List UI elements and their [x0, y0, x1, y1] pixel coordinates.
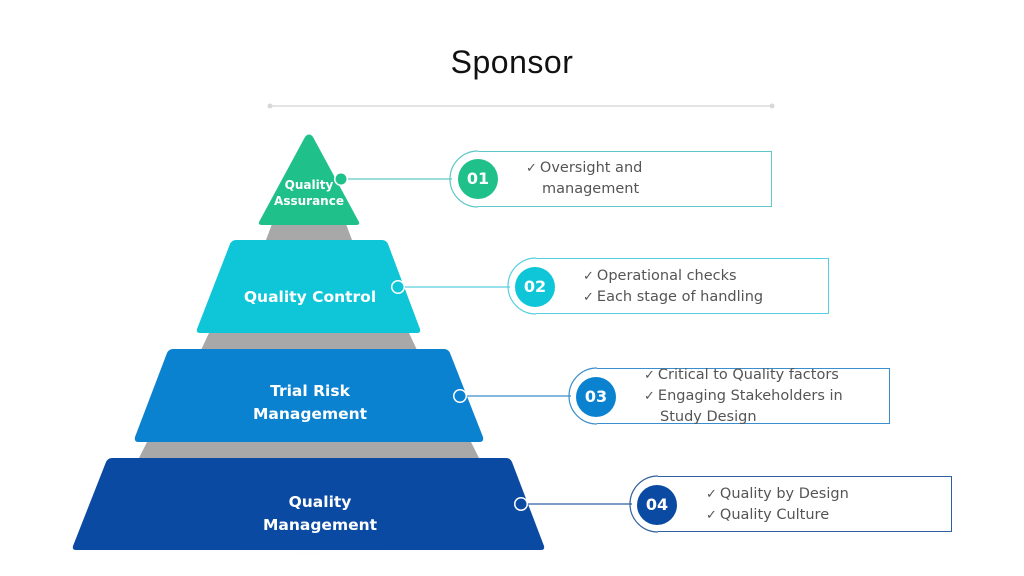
tier-2-label: Quality Control	[200, 287, 420, 308]
tier-1-label-line: Assurance	[274, 194, 344, 209]
card-cap	[507, 257, 537, 315]
tier-4-label-line: Management	[262, 516, 378, 534]
tier-2-quality-control[interactable]	[196, 240, 421, 333]
bullet-text: Quality Culture	[719, 507, 830, 523]
tier-4-quality-management[interactable]	[72, 458, 545, 550]
info-card-03-bullets: ✓Critical to Quality factors ✓Engaging S…	[644, 365, 843, 427]
bullet-text: Operational checks	[596, 268, 737, 284]
connector-4	[514, 475, 659, 533]
info-card-01-bullets: ✓Oversight and management	[526, 158, 642, 200]
tier-3-label-line: Management	[252, 405, 368, 423]
check-icon: ✓	[706, 508, 717, 523]
bullet-item: management	[526, 179, 642, 200]
bullet-text: Oversight and	[539, 160, 643, 176]
bullet-text: Critical to Quality factors	[657, 367, 839, 383]
info-card-02	[536, 258, 829, 314]
check-icon: ✓	[583, 269, 594, 284]
tier-4-label-line: Quality	[288, 493, 352, 511]
number-badge-02: 02	[515, 267, 555, 307]
title-divider	[267, 103, 775, 109]
bullet-text: Each stage of handling	[596, 289, 764, 305]
connector-dot	[392, 281, 404, 293]
bullet-text: Study Design	[660, 409, 757, 425]
bullet-item: ✓Quality Culture	[706, 505, 849, 526]
tier-3-label-line: Trial Risk	[270, 382, 350, 400]
check-icon: ✓	[644, 389, 655, 404]
connector-dot	[335, 173, 347, 185]
connector-dot	[515, 498, 527, 510]
tier-2-label-line: Quality Control	[243, 288, 377, 306]
info-card-04	[658, 476, 952, 532]
info-card-02-bullets: ✓Operational checks ✓Each stage of handl…	[583, 266, 763, 308]
info-card-01	[478, 151, 772, 207]
bullet-item: ✓Critical to Quality factors	[644, 365, 843, 386]
tier-1-label-line: Quality	[284, 178, 334, 192]
check-icon: ✓	[583, 290, 594, 305]
tier-connector	[139, 442, 479, 458]
check-icon: ✓	[644, 368, 655, 383]
number-badge-04: 04	[637, 485, 677, 525]
bullet-item: Study Design	[644, 407, 843, 427]
bullet-item: ✓Engaging Stakeholders in	[644, 386, 843, 407]
tier-4-label: Quality Management	[210, 491, 430, 537]
connector-3	[453, 367, 598, 425]
check-icon: ✓	[706, 487, 717, 502]
tier-1-quality-assurance[interactable]	[258, 134, 360, 226]
card-cap	[568, 367, 598, 425]
tier-connector	[201, 333, 417, 350]
bullet-item: ✓Quality by Design	[706, 484, 849, 505]
bullet-item: ✓Oversight and	[526, 158, 642, 179]
check-icon: ✓	[526, 161, 537, 176]
page-title: Sponsor	[450, 44, 574, 80]
bullet-item: ✓Operational checks	[583, 266, 763, 287]
bullet-item: ✓Each stage of handling	[583, 287, 763, 308]
connector-1	[334, 150, 479, 208]
number-badge-01: 01	[458, 159, 498, 199]
tier-3-label: Trial Risk Management	[200, 380, 420, 426]
connector-2	[391, 257, 537, 315]
tier-connector	[266, 224, 352, 240]
connector-dot	[454, 390, 466, 402]
bullet-text: management	[542, 181, 640, 197]
bullet-text: Quality by Design	[719, 486, 849, 502]
tier-3-trial-risk-management[interactable]	[134, 349, 484, 442]
info-card-03	[597, 368, 890, 424]
number-badge-03: 03	[576, 377, 616, 417]
info-card-04-bullets: ✓Quality by Design ✓Quality Culture	[706, 484, 849, 526]
bullet-text: Engaging Stakeholders in	[657, 388, 843, 404]
tier-1-label: Quality Assurance	[259, 177, 359, 209]
card-cap	[449, 150, 479, 208]
card-cap	[629, 475, 659, 533]
